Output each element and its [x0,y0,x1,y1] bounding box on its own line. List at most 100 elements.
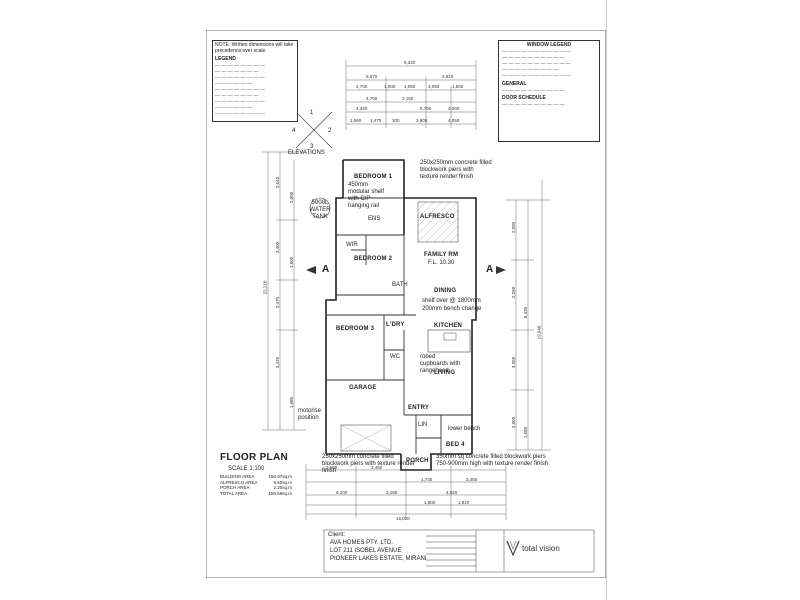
section-marker-right: A [486,264,494,275]
dim-bottom-6: 1,500 [424,500,436,505]
dim-top-0: 9,320 [404,60,416,65]
garage-slab [340,424,392,452]
dim-left-0: 22,210 [262,280,268,295]
room-bed4: BED 4 [446,442,465,448]
dim-bottom-9: 4,020 [446,490,458,495]
area-label: PORCH AREA [220,485,250,490]
window-legend-list: — — — — — — — — — — —— — — — — — — — — —… [502,49,571,79]
floor-plan-drawing [206,30,606,578]
dim-top-9: 2,150 [402,96,414,101]
water-tank [309,197,331,219]
water-tank-label: 5000L WATER TANK [309,200,331,220]
elevations-label: ELEVATIONS [288,150,325,156]
cupboard-note: robed cupboards with rangehood [420,354,461,374]
window-legend-heading: WINDOW LEGEND [526,42,572,48]
dim-left-4: 3,470 [275,356,281,369]
client-name: AVA HOMES PTY. LTD. [330,540,393,546]
slab-note-bottom: 250x250mm concrete filled blockwork pier… [322,454,415,474]
window-legend-panel: WINDOW LEGEND — — — — — — — — — — —— — —… [498,40,600,142]
legend-heading: LEGEND [215,56,236,62]
dim-bottom-2: 1,730 [421,477,433,482]
client-lot: LOT 211 ISOBEL AVENUE [330,548,402,554]
dim-top-12: 3,000 [448,106,460,111]
room-kitchen: KITCHEN [434,323,463,329]
area-value: 180.69sq.m [268,490,292,496]
right-dimension-lines [506,180,551,451]
dim-right-1: 2,500 [511,221,517,234]
dim-right-0: 19,940 [536,325,542,340]
area-label: BUILDING AREA [220,474,255,479]
dim-left-3: 3,470 [275,296,281,309]
dim-bottom-4: 6,100 [336,490,348,495]
floor-plan-title: FLOOR PLAN [220,452,288,463]
dim-left-2: 3,400 [275,241,281,254]
scale-label: SCALE 1:100 [228,466,265,472]
elevation-1: 1 [310,110,314,116]
bench-note: 200mm bench change [422,306,482,312]
top-dimension-lines [345,60,477,130]
area-row: BUILDING AREA 160.97sq.m [220,474,292,480]
dim-top-5: 1,050 [404,84,416,89]
dim-left-7: 1,680 [289,396,295,409]
dim-top-11: 5,790 [420,106,432,111]
elevation-4: 4 [292,128,296,134]
dim-top-15: 1,470 [370,118,382,123]
area-value: 2.20sq.m [273,485,292,490]
dim-bottom-7: 1,810 [458,500,470,505]
dim-right-2: 2,260 [511,286,517,299]
general-heading: GENERAL [502,81,527,87]
elevation-compass [295,111,333,149]
slab-note-right: 350mm sq concrete filled blockwork piers… [436,454,549,467]
dim-top-4: 1,000 [384,84,396,89]
client-estate: PIONEER LAKES ESTATE, MIRANI [330,556,427,562]
dim-left-5: 2,000 [289,191,295,204]
room-linen: LIN [418,422,428,428]
room-bath: BATH [392,282,408,288]
dim-top-7: 1,500 [452,84,464,89]
dim-top-1: 6,570 [366,74,378,79]
dim-right-6: 1,680 [523,426,529,439]
dim-top-6: 3,090 [428,84,440,89]
area-row: ALFRESCO AREA 9.60sq.m [220,480,292,486]
section-arrow-left [306,266,316,274]
room-bedroom1: BEDROOM 1 [354,174,393,180]
dim-top-14: 1,560 [350,118,362,123]
alfresco-hatch [417,201,459,243]
area-label: TOTAL AREA [220,490,248,496]
dim-top-3: 2,700 [356,84,368,89]
kitchen-bench [427,329,471,353]
dim-bottom-1: 3,450 [371,465,383,470]
area-value: 9.60sq.m [273,479,292,485]
dim-top-10: 4,320 [356,106,368,111]
title-block-lines [323,529,595,573]
shelf-note: shelf over @ 1800mm [422,298,481,304]
area-row: TOTAL AREA 180.69sq.m [220,491,292,497]
dim-bottom-5: 3,160 [386,490,398,495]
notes-text: NOTE: Written dimensions will take prece… [215,42,294,54]
floor-level: F.L. 10.30 [428,260,455,266]
dim-top-13: 4,050 [448,118,460,123]
motorise-note: motorise position [298,408,322,421]
dim-top-8: 4,700 [366,96,378,101]
room-ldry: L'DRY [386,322,405,328]
area-schedule: BUILDING AREA 160.97sq.m ALFRESCO AREA 9… [220,474,292,496]
interior-walls [326,197,472,454]
area-value: 160.97sq.m [268,474,292,479]
notes-panel: NOTE: Written dimensions will take prece… [212,40,298,122]
house-walls [325,159,477,471]
dim-top-16: 300 [392,118,400,123]
room-alfresco: ALFRESCO [420,214,455,220]
room-family: FAMILY RM [424,252,459,258]
dim-bottom-8: 16,020 [396,516,410,521]
bench-top-right: lower bench [448,426,481,432]
room-garage: GARAGE [349,385,377,391]
left-dimension-lines [262,151,306,431]
client-heading: Client: [328,532,346,538]
dim-left-1: 3,540 [275,176,281,189]
area-label: ALFRESCO AREA [220,479,258,485]
dim-right-5: 2,900 [511,416,517,429]
dim-bottom-3: 3,450 [466,477,478,482]
brand-logo: total vision [506,540,560,556]
room-bedroom3: BEDROOM 3 [336,326,375,332]
elevation-3: 3 [310,144,314,150]
